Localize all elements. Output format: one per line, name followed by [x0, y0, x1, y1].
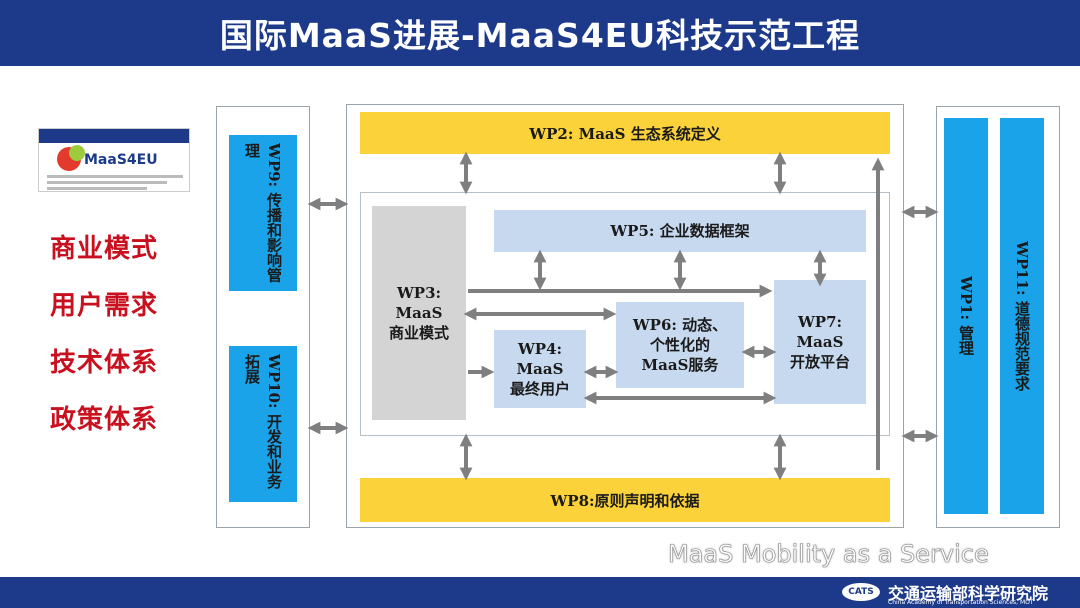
- wp1-label: WP1: 管理: [957, 276, 975, 356]
- wp3-box: WP3: MaaS 商业模式: [372, 206, 466, 420]
- wp5-box: WP5: 企业数据框架: [494, 210, 866, 252]
- wp4-box: WP4: MaaS 最终用户: [494, 330, 586, 408]
- logo-label: MaaS4EU: [84, 152, 158, 168]
- left-item-business: 商业模式: [50, 234, 159, 264]
- wp7-box: WP7: MaaS 开放平台: [774, 280, 866, 404]
- institution-logo: CATS: [840, 581, 882, 603]
- watermark: MaaS Mobility as a Service: [668, 540, 989, 569]
- wp9-label: WP9: 传播和影响管理: [243, 143, 283, 283]
- page-title: 国际MaaS进展-MaaS4EU科技示范工程: [0, 0, 1080, 66]
- wp9-box: WP9: 传播和影响管理: [229, 135, 297, 291]
- wp2-box: WP2: MaaS 生态系统定义: [360, 112, 890, 154]
- institution-name: 交通运输部科学研究院: [888, 584, 1049, 603]
- logo-graphic: [39, 129, 189, 190]
- wp11-box: WP11: 道德规范要求: [1000, 118, 1044, 514]
- wp11-label: WP11: 道德规范要求: [1013, 241, 1031, 391]
- left-item-policy: 政策体系: [50, 405, 159, 435]
- wp8-box: WP8:原则声明和依据: [360, 478, 890, 522]
- wp1-box: WP1: 管理: [944, 118, 988, 514]
- maas4eu-logo: [38, 128, 190, 192]
- institution-english: China Academy of Transportation Sciences…: [888, 599, 1034, 606]
- footer-bar: [0, 577, 1080, 608]
- wp6-box: WP6: 动态、 个性化的 MaaS服务: [616, 302, 744, 388]
- left-item-technology: 技术体系: [50, 348, 159, 378]
- wp10-box: WP10: 开发和业务拓展: [229, 346, 297, 502]
- left-item-user-needs: 用户需求: [50, 291, 159, 321]
- wp10-label: WP10: 开发和业务拓展: [243, 354, 283, 489]
